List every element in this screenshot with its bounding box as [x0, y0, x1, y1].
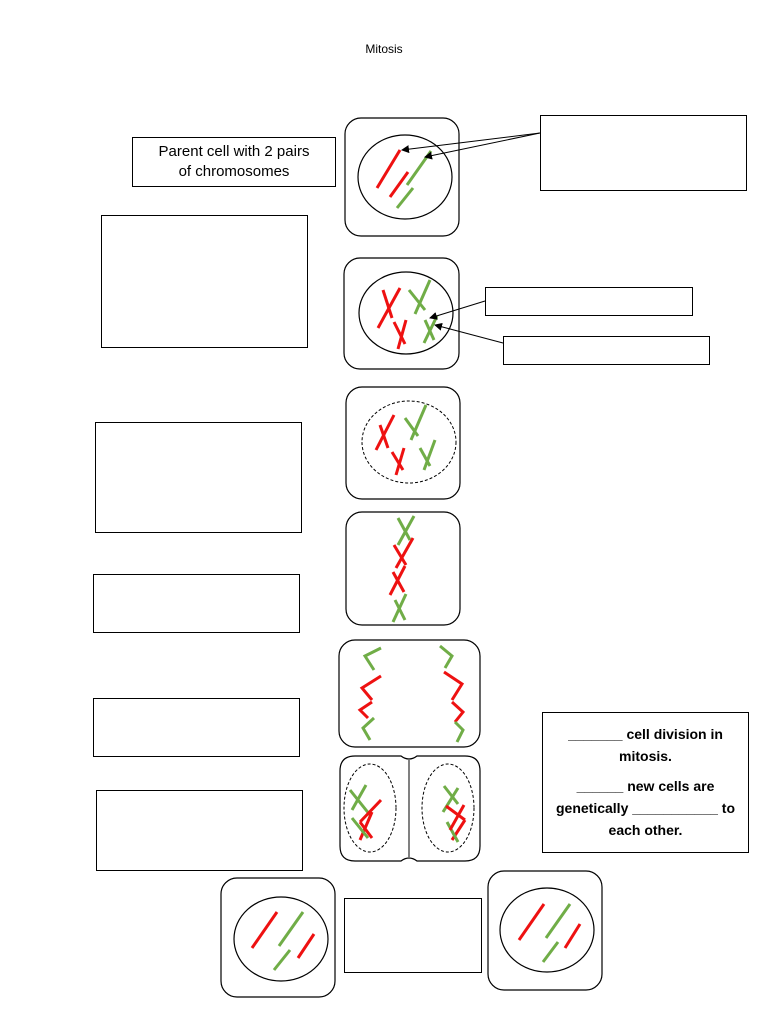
prophase-cell	[343, 257, 460, 370]
answer-box-centromere-label[interactable]	[503, 336, 710, 365]
parent-label-line2: of chromosomes	[178, 163, 290, 180]
chromatid-arrows	[429, 300, 504, 344]
answer-box-chromatid-label[interactable]	[485, 287, 693, 316]
daughter-cell-left	[220, 877, 336, 998]
summary-box: _______ cell division in mitosis. ______…	[542, 712, 749, 853]
prometaphase-cell	[345, 386, 461, 500]
answer-box-daughter-cells[interactable]	[344, 898, 482, 973]
summary-line-2: ______ new cells are genetically _______…	[555, 778, 735, 838]
parent-cell	[344, 117, 460, 237]
daughter-cell-right	[487, 870, 603, 991]
page-title: Mitosis	[365, 42, 403, 56]
telophase-cell	[339, 755, 481, 862]
metaphase-cell	[345, 511, 461, 626]
parent-cell-label: Parent cell with 2 pairs of chromosomes	[132, 137, 336, 187]
answer-box-stage-2[interactable]	[95, 422, 302, 533]
answer-box-stage-1[interactable]	[101, 215, 308, 348]
answer-box-stage-5[interactable]	[96, 790, 303, 871]
answer-box-stage-4[interactable]	[93, 698, 300, 757]
anaphase-cell	[338, 639, 481, 748]
parent-label-line1: Parent cell with 2 pairs	[158, 143, 310, 160]
answer-box-stage-3[interactable]	[93, 574, 300, 633]
summary-line-1: _______ cell division in mitosis.	[568, 726, 723, 764]
answer-box-chromosomes-label[interactable]	[540, 115, 747, 191]
chromosome-arrows	[401, 132, 541, 160]
